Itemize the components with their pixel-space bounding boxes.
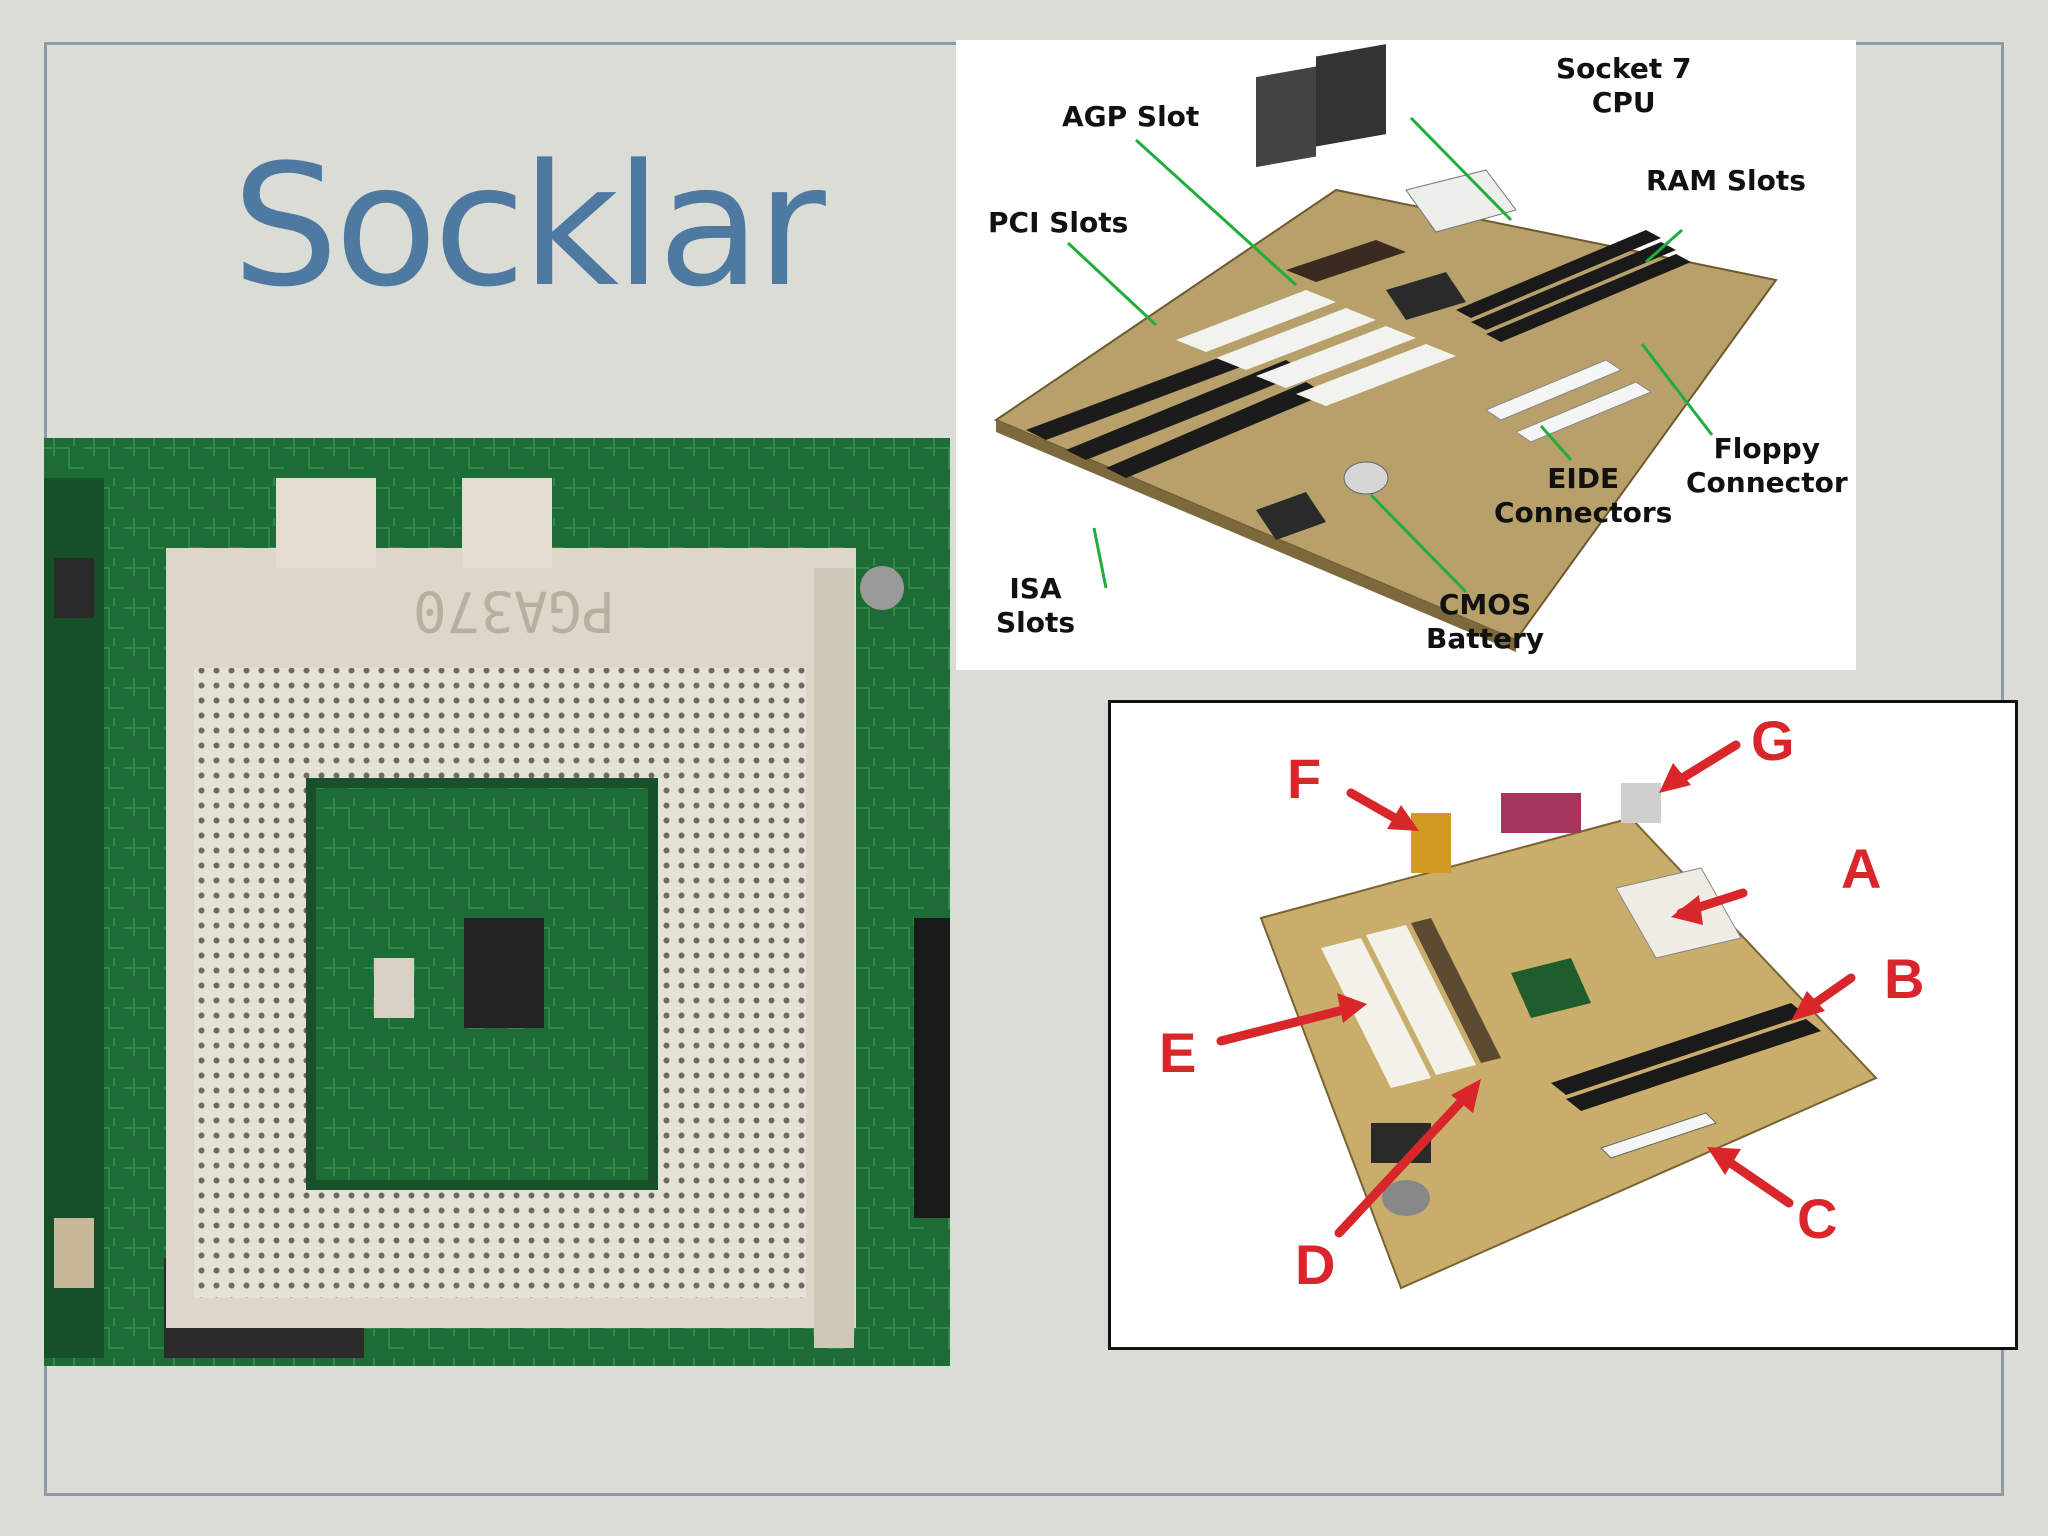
letter-b: B [1884,947,1925,1010]
labeled-motherboard-panel: Socket 7 CPU AGP Slot PCI Slots RAM Slot… [956,40,1856,670]
label-pci-slots: PCI Slots [988,206,1129,239]
label-isa-slots: ISA Slots [996,572,1076,639]
motherboard-illustration [993,44,1778,652]
letter-d: D [1295,1233,1336,1296]
letter-e: E [1159,1021,1197,1084]
label-ram-slots: RAM Slots [1646,164,1806,197]
letter-c: C [1797,1187,1838,1250]
label-floppy-connector: Floppy Connector [1686,432,1848,499]
label-agp-slot: AGP Slot [1062,100,1200,133]
motherboard-quiz-illustration [1216,740,1878,1290]
slide-title: Socklar [232,128,826,324]
label-eide-connectors: EIDE Connectors [1494,462,1673,529]
socket-photo: PGA370 [44,438,950,1366]
letter-f: F [1287,747,1322,810]
pga370-socket-image: PGA370 [44,438,950,1366]
lettered-motherboard-panel: A B C D E F G [1108,700,2018,1350]
letter-g: G [1751,709,1795,772]
letter-a: A [1841,837,1882,900]
label-cmos-battery: CMOS Battery [1426,588,1545,655]
socket-marking: PGA370 [413,578,615,643]
label-socket7-cpu: Socket 7 CPU [1556,52,1692,119]
